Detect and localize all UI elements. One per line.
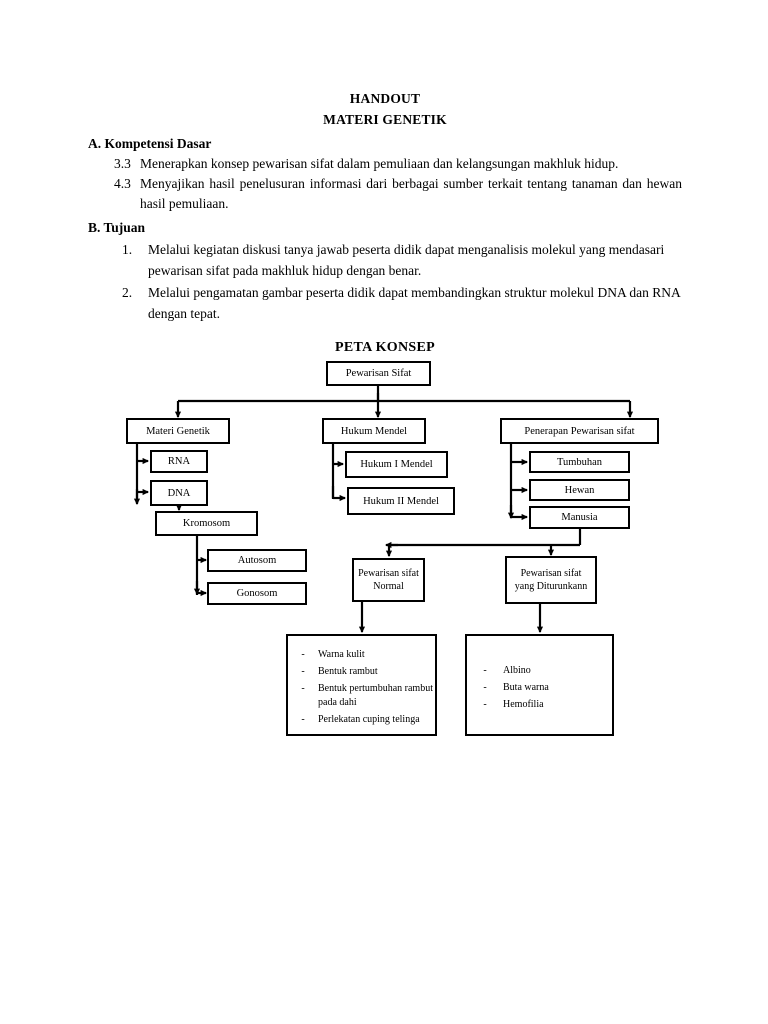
node-gonosom[interactable]: Gonosom <box>207 582 307 605</box>
list-item: - Hemofilia <box>467 696 612 713</box>
list-item: - Perlekatan cuping telinga <box>288 711 435 728</box>
list-item: - Bentuk pertumbuhan rambut pada dahi <box>288 680 435 711</box>
node-pewarisan-sifat-diturunkan[interactable]: Pewarisan sifat yang Diturunkann <box>505 556 597 604</box>
node-label: Pewarisan sifat yang Diturunkann <box>514 568 588 592</box>
tujuan-text: Melalui pengamatan gambar peserta didik … <box>148 285 680 321</box>
document-title-line2: MATERI GENETIK <box>323 112 447 127</box>
list-dash: - <box>301 665 305 677</box>
kd-number: 4.3 <box>114 176 131 191</box>
document-text-block: HANDOUT MATERI GENETIK A. Kompetensi Das… <box>88 88 682 356</box>
list-item-label: Perlekatan cuping telinga <box>318 713 420 725</box>
list-item-label: Bentuk rambut <box>318 665 378 677</box>
list-box-sifat-diturunkan: - Albino - Buta warna - Hemofilia <box>465 634 614 736</box>
list-dash: - <box>301 648 305 660</box>
node-label: Hukum II Mendel <box>363 495 439 507</box>
node-kromosom[interactable]: Kromosom <box>155 511 258 536</box>
list-dash: - <box>483 681 487 693</box>
node-label: Pewarisan Sifat <box>345 368 412 379</box>
node-penerapan-pewarisan-sifat[interactable]: Penerapan Pewarisan sifat <box>500 418 659 444</box>
node-tumbuhan[interactable]: Tumbuhan <box>529 451 630 473</box>
node-hukum-mendel[interactable]: Hukum Mendel <box>322 418 426 444</box>
node-label: Materi Genetik <box>146 425 210 437</box>
node-label: Tumbuhan <box>556 456 603 468</box>
node-label: Kromosom <box>182 518 231 529</box>
kd-item: 3.3 Menerapkan konsep pewarisan sifat da… <box>114 154 682 174</box>
node-label: Hewan <box>564 484 595 496</box>
node-dna[interactable]: DNA <box>150 480 208 506</box>
tujuan-number: 2. <box>122 285 133 300</box>
list-item-label: Bentuk pertumbuhan rambut pada dahi <box>318 682 433 708</box>
section-heading-tujuan: B. Tujuan <box>88 220 146 235</box>
kd-number: 3.3 <box>114 156 131 171</box>
kd-text: Menerapkan konsep pewarisan sifat dalam … <box>140 156 619 171</box>
node-label: Hukum I Mendel <box>360 459 433 470</box>
list-item-label: Buta warna <box>503 681 549 693</box>
list-box-sifat-normal: - Warna kulit - Bentuk rambut - Bentuk p… <box>286 634 437 736</box>
list-dash: - <box>301 682 305 694</box>
list-item-label: Hemofilia <box>503 698 544 710</box>
document-title-line1: HANDOUT <box>349 91 421 106</box>
node-label: Penerapan Pewarisan sifat <box>524 425 635 437</box>
node-label: Pewarisan sifat Normal <box>358 568 419 592</box>
node-label: Manusia <box>561 512 598 523</box>
node-label: DNA <box>167 487 191 499</box>
tujuan-item: 1. Melalui kegiatan diskusi tanya jawab … <box>122 239 682 281</box>
node-pewarisan-sifat[interactable]: Pewarisan Sifat <box>326 361 431 386</box>
list-dash: - <box>301 713 305 725</box>
node-manusia[interactable]: Manusia <box>529 506 630 529</box>
list-item: - Bentuk rambut <box>288 663 435 680</box>
list-item-label: Warna kulit <box>318 648 365 660</box>
peta-konsep-heading: PETA KONSEP <box>335 340 435 355</box>
list-dash: - <box>483 698 487 710</box>
node-autosom[interactable]: Autosom <box>207 549 307 572</box>
kd-item: 4.3 Menyajikan hasil penelusuran informa… <box>114 174 682 214</box>
node-hukum-ii-mendel[interactable]: Hukum II Mendel <box>347 487 455 515</box>
tujuan-item: 2. Melalui pengamatan gambar peserta did… <box>122 282 682 324</box>
list-item: - Warna kulit <box>288 646 435 663</box>
node-label: Autosom <box>237 555 277 566</box>
node-label: RNA <box>167 456 191 467</box>
node-rna[interactable]: RNA <box>150 450 208 473</box>
tujuan-text: Melalui kegiatan diskusi tanya jawab pes… <box>148 242 665 278</box>
node-materi-genetik[interactable]: Materi Genetik <box>126 418 230 444</box>
list-item: - Albino <box>467 662 612 679</box>
section-heading-kompetensi: A. Kompetensi Dasar <box>88 136 212 151</box>
tujuan-number: 1. <box>122 242 133 257</box>
kd-text: Menyajikan hasil penelusuran informasi d… <box>140 176 682 211</box>
node-label: Hukum Mendel <box>340 425 408 437</box>
node-hewan[interactable]: Hewan <box>529 479 630 501</box>
list-item-label: Albino <box>503 664 531 676</box>
list-dash: - <box>483 664 487 676</box>
node-hukum-i-mendel[interactable]: Hukum I Mendel <box>345 451 448 478</box>
node-pewarisan-sifat-normal[interactable]: Pewarisan sifat Normal <box>352 558 425 602</box>
list-item: - Buta warna <box>467 679 612 696</box>
node-label: Gonosom <box>236 588 278 599</box>
